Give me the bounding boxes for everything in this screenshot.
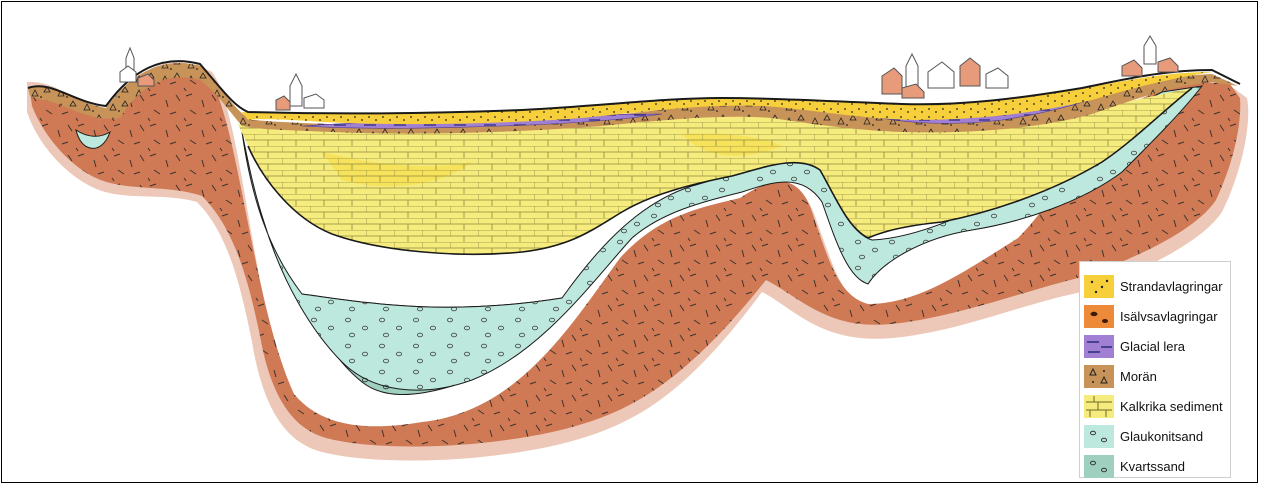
legend-item-isalvsavlagringar: Isälvsavlagringar xyxy=(1084,301,1224,331)
legend-label: Glaukonitsand xyxy=(1120,429,1203,444)
legend-label: Strandavlagringar xyxy=(1120,279,1223,294)
legend-label: Morän xyxy=(1120,369,1157,384)
dots-icon xyxy=(1084,275,1114,298)
legend-label: Kvartssand xyxy=(1120,459,1185,474)
town-icon-right xyxy=(882,54,1008,98)
legend-item-kvartssand: Kvartssand xyxy=(1084,451,1224,481)
legend-item-strandavlagringar: Strandavlagringar xyxy=(1084,271,1224,301)
house-icon-right-hill xyxy=(1122,36,1178,76)
legend-item-moran: Morän xyxy=(1084,361,1224,391)
legend-label: Isälvsavlagringar xyxy=(1120,309,1218,324)
dashes-icon xyxy=(1084,335,1114,358)
triangles-icon xyxy=(1084,365,1114,388)
bricks-icon xyxy=(1084,395,1114,418)
legend-item-glaukonitsand: Glaukonitsand xyxy=(1084,421,1224,451)
circles-icon xyxy=(1084,425,1114,448)
house-icon-center-left xyxy=(276,74,324,110)
legend-item-kalkrika-sediment: Kalkrika sediment xyxy=(1084,391,1224,421)
legend-label: Kalkrika sediment xyxy=(1120,399,1223,414)
legend-label: Glacial lera xyxy=(1120,339,1185,354)
pebbles-icon xyxy=(1084,305,1114,328)
circles-icon xyxy=(1084,455,1114,478)
legend-item-glacial-lera: Glacial lera xyxy=(1084,331,1224,361)
